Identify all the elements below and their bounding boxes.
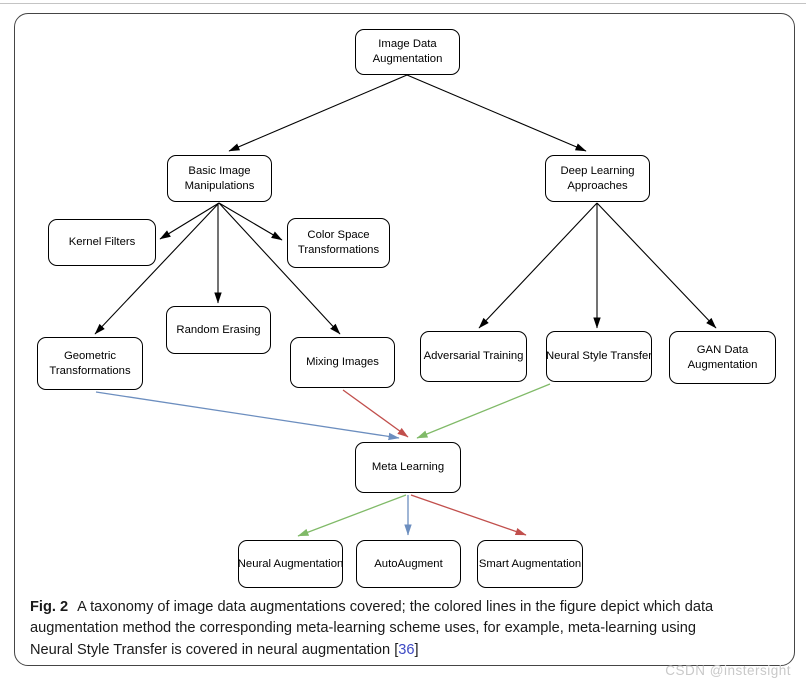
node-label: GAN Data Augmentation (687, 343, 758, 371)
node-label: Meta Learning (371, 461, 445, 474)
caption-line-1: Fig. 2 A taxonomy of image data augmentat… (30, 597, 790, 618)
node-smart-augmentation: Smart Augmentation (477, 540, 583, 588)
figure-caption: Fig. 2 A taxonomy of image data augmentat… (30, 597, 790, 661)
node-autoaugment: AutoAugment (356, 540, 461, 588)
node-label: Mixing Images (306, 356, 379, 369)
node-label: Random Erasing (176, 323, 261, 336)
watermark: CSDN @instersight (665, 663, 791, 678)
node-neural-augmentation: Neural Augmentation (238, 540, 343, 588)
node-label: Adversarial Training (423, 350, 524, 363)
node-adversarial-training: Adversarial Training (420, 331, 527, 382)
caption-text-1: A taxonomy of image data augmentations c… (77, 599, 714, 615)
node-neural-style-transfer: Neural Style Transfer (546, 331, 652, 382)
node-color-space-transformations: Color Space Transformations (287, 218, 390, 268)
node-kernel-filters: Kernel Filters (48, 219, 156, 266)
node-mixing-images: Mixing Images (290, 337, 395, 388)
node-label: Neural Augmentation (237, 557, 344, 570)
node-label: Color Space Transformations (297, 229, 380, 256)
node-geometric-transformations: Geometric Transformations (37, 337, 143, 390)
caption-line-3: Neural Style Transfer is covered in neur… (30, 640, 790, 661)
node-label: Basic Image Manipulations (184, 164, 255, 192)
node-label: Smart Augmentation (478, 557, 582, 570)
node-basic-image-manipulations: Basic Image Manipulations (167, 155, 272, 202)
node-gan-data-augmentation: GAN Data Augmentation (669, 331, 776, 384)
node-label: Image Data Augmentation (372, 38, 443, 65)
citation-link-36[interactable]: 36 (398, 641, 415, 658)
figure-label: Fig. 2 (30, 599, 69, 615)
node-meta-learning: Meta Learning (355, 442, 461, 493)
node-image-data-augmentation: Image Data Augmentation (355, 29, 460, 75)
figure-border (14, 13, 795, 666)
node-label: Neural Style Transfer (545, 350, 653, 363)
node-label: Geometric Transformations (49, 349, 131, 377)
caption-line-2: augmentation method the corresponding me… (30, 620, 697, 637)
node-random-erasing: Random Erasing (166, 306, 271, 354)
node-label: AutoAugment (374, 557, 443, 570)
node-label: Kernel Filters (68, 236, 136, 249)
page-top-divider (0, 3, 806, 4)
caption-text-3-post: ] (414, 641, 419, 658)
node-label: Deep Learning Approaches (560, 164, 635, 192)
node-deep-learning-approaches: Deep Learning Approaches (545, 155, 650, 202)
caption-text-3-pre: Neural Style Transfer is covered in neur… (30, 641, 399, 658)
